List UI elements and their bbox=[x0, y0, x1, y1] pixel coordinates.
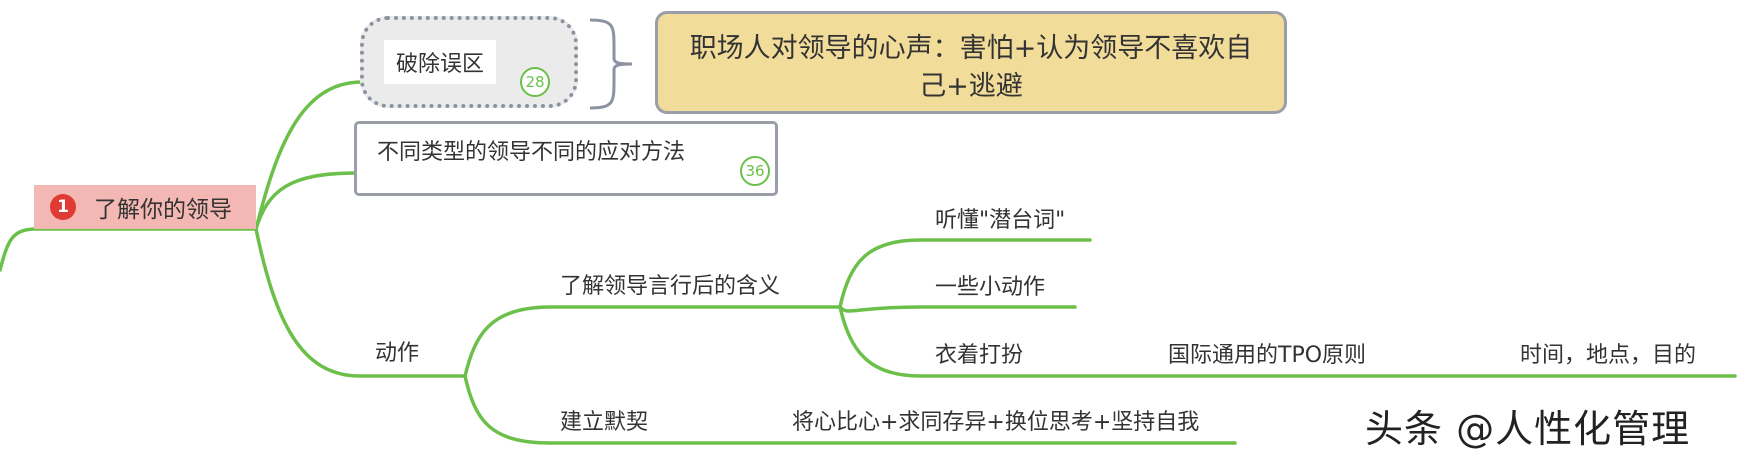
methods-count-badge[interactable]: 36 bbox=[740, 156, 770, 186]
line-to-gestures bbox=[838, 305, 1077, 313]
listen-subtext-topic[interactable]: 听懂"潜台词" bbox=[935, 208, 1066, 233]
rapport-topic[interactable]: 建立默契 bbox=[560, 410, 649, 435]
gestures-topic[interactable]: 一些小动作 bbox=[935, 275, 1046, 300]
attire-topic[interactable]: 衣着打扮 bbox=[935, 343, 1024, 368]
callout-note[interactable]: 职场人对领导的心声：害怕+认为领导不喜欢自己+逃避 bbox=[655, 11, 1287, 114]
myth-topic-label: 破除误区 bbox=[384, 40, 497, 84]
methods-topic-label: 不同类型的领导不同的应对方法 bbox=[377, 140, 686, 165]
line-to-understand bbox=[463, 305, 842, 378]
myth-topic[interactable]: 破除误区 bbox=[360, 16, 578, 108]
myth-count-badge[interactable]: 28 bbox=[520, 67, 550, 97]
line-to-myth bbox=[254, 80, 364, 231]
root-number-badge: 1 bbox=[50, 194, 76, 220]
line-to-listen bbox=[838, 238, 1092, 309]
root-topic-label: 了解你的领导 bbox=[94, 197, 232, 223]
action-topic[interactable]: 动作 bbox=[375, 341, 420, 366]
rapport-detail-topic[interactable]: 将心比心+求同存异+换位思考+坚持自我 bbox=[792, 410, 1200, 435]
brace-icon bbox=[589, 18, 633, 110]
root-entry-line bbox=[0, 227, 258, 272]
root-topic[interactable]: 1 了解你的领导 bbox=[34, 185, 256, 229]
methods-topic[interactable]: 不同类型的领导不同的应对方法 bbox=[354, 121, 778, 196]
line-to-attire bbox=[838, 305, 1737, 378]
line-to-methods bbox=[254, 171, 358, 231]
line-to-action bbox=[254, 227, 467, 378]
line-to-rapport bbox=[463, 374, 1237, 445]
understand-topic[interactable]: 了解领导言行后的含义 bbox=[560, 274, 781, 299]
tpo-topic[interactable]: 国际通用的TPO原则 bbox=[1168, 343, 1367, 368]
watermark: 头条 @人性化管理 bbox=[1365, 407, 1691, 451]
tpo-detail-topic[interactable]: 时间，地点，目的 bbox=[1520, 343, 1697, 368]
